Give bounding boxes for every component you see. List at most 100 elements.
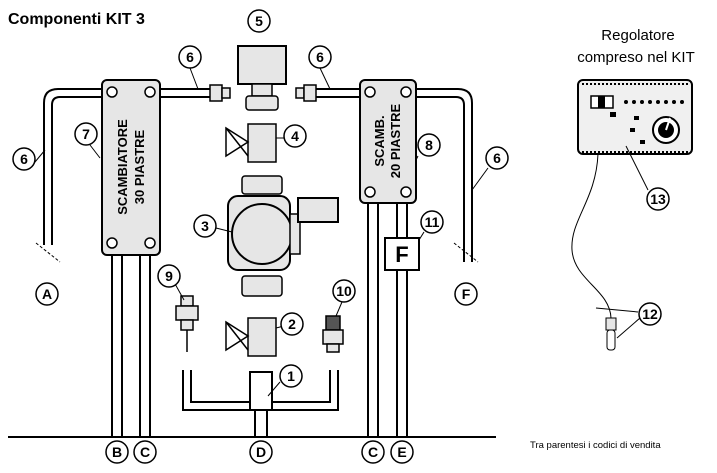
svg-text:2: 2 bbox=[288, 316, 296, 332]
svg-text:3: 3 bbox=[201, 218, 209, 234]
callout-12: 12 bbox=[638, 302, 662, 326]
exchanger-30-label: SCAMBIATORE bbox=[115, 119, 130, 215]
manifold-1-branch bbox=[249, 371, 273, 411]
exchanger-20-bolt bbox=[364, 86, 376, 98]
callout-5: 5 bbox=[247, 9, 271, 33]
pipe-a-outer bbox=[43, 88, 103, 245]
connection-f: F bbox=[454, 282, 478, 306]
flow-meter-letter: F bbox=[395, 242, 408, 267]
valve-4-body bbox=[247, 123, 277, 163]
regulator-subtitle: compreso nel KIT bbox=[577, 49, 695, 66]
svg-text:A: A bbox=[42, 286, 52, 302]
svg-text:6: 6 bbox=[20, 151, 28, 167]
pipe-a-break bbox=[35, 242, 61, 263]
pump-3-top-nut bbox=[241, 175, 283, 195]
fitting-right bbox=[303, 84, 317, 102]
callout-6-top-right: 6 bbox=[308, 45, 332, 69]
svg-text:C: C bbox=[368, 444, 378, 460]
leader-11 bbox=[418, 231, 425, 241]
callout-6-left: 6 bbox=[12, 147, 36, 171]
valve-2-body bbox=[247, 317, 277, 357]
svg-text:D: D bbox=[256, 444, 266, 460]
svg-text:10: 10 bbox=[336, 283, 352, 299]
exchanger-30-plates bbox=[101, 79, 161, 256]
connection-e: E bbox=[390, 440, 414, 464]
svg-text:7: 7 bbox=[82, 126, 90, 142]
svg-text:6: 6 bbox=[493, 150, 501, 166]
svg-text:F: F bbox=[462, 286, 471, 302]
callout-4: 4 bbox=[283, 124, 307, 148]
svg-text:B: B bbox=[112, 444, 122, 460]
leader-6-top-left bbox=[189, 67, 199, 90]
svg-text:1: 1 bbox=[287, 368, 295, 384]
exchanger-20-bolt bbox=[400, 86, 412, 98]
svg-text:4: 4 bbox=[291, 128, 299, 144]
regulator-device bbox=[577, 79, 693, 155]
leader-8 bbox=[415, 155, 419, 161]
connection-a: A bbox=[35, 282, 59, 306]
safety-valve-9-body bbox=[175, 305, 199, 321]
callout-2: 2 bbox=[280, 312, 304, 336]
leader-12-a bbox=[595, 307, 639, 313]
svg-text:12: 12 bbox=[642, 306, 658, 322]
pump-3-motor bbox=[231, 203, 293, 265]
regulator-title: Regolatore bbox=[601, 27, 674, 44]
leader-6-right bbox=[471, 167, 489, 191]
pump-3-control-box bbox=[297, 197, 339, 223]
svg-text:E: E bbox=[397, 444, 406, 460]
callout-9: 9 bbox=[157, 264, 181, 288]
leader-1 bbox=[267, 381, 281, 397]
pump-3-terminal bbox=[289, 213, 301, 255]
pump-3-bottom-nut bbox=[241, 275, 283, 297]
connection-c-left: C bbox=[133, 440, 157, 464]
footnote: Tra parentesi i codici di vendita bbox=[530, 440, 661, 451]
exchanger-30-bolt bbox=[106, 86, 118, 98]
pipe-a-inner bbox=[51, 96, 103, 245]
svg-text:9: 9 bbox=[165, 268, 173, 284]
pipe-f-outer bbox=[416, 88, 473, 262]
exchanger-30-bolt bbox=[144, 86, 156, 98]
flow-meter-box bbox=[384, 237, 420, 271]
svg-text:11: 11 bbox=[425, 214, 440, 230]
callout-3: 3 bbox=[193, 214, 217, 238]
callout-10: 10 bbox=[332, 279, 356, 303]
sensor-cable bbox=[571, 153, 612, 319]
connection-d: D bbox=[249, 440, 273, 464]
callout-13: 13 bbox=[646, 187, 670, 211]
exchanger-30-sublabel: 30 PIASTRE bbox=[132, 129, 147, 204]
svg-text:C: C bbox=[140, 444, 150, 460]
fitting-left-tip bbox=[221, 87, 231, 99]
fitting-left bbox=[209, 84, 223, 102]
svg-text:13: 13 bbox=[650, 191, 666, 207]
leader-13 bbox=[625, 145, 649, 191]
component-5-body bbox=[237, 45, 287, 85]
leader-6-top-right bbox=[319, 67, 331, 90]
leader-3 bbox=[215, 227, 233, 233]
exchanger-20-bolt bbox=[364, 186, 376, 198]
diagram-title: Componenti KIT 3 bbox=[8, 11, 145, 28]
exchanger-20-plates bbox=[359, 79, 417, 204]
fitting-10-body bbox=[322, 329, 344, 345]
callout-1: 1 bbox=[279, 364, 303, 388]
exchanger-20-sublabel: 20 PIASTRE bbox=[388, 103, 403, 178]
svg-text:8: 8 bbox=[425, 137, 433, 153]
callout-6-right: 6 bbox=[485, 146, 509, 170]
leader-10 bbox=[335, 301, 343, 317]
safety-valve-9-base bbox=[180, 319, 194, 331]
sensor-probe bbox=[605, 317, 617, 351]
pipe-f-inner bbox=[416, 96, 465, 262]
fitting-right-tip bbox=[295, 87, 305, 99]
connection-b: B bbox=[105, 440, 129, 464]
component-5-nut bbox=[245, 95, 279, 111]
callout-11: 11 bbox=[420, 210, 444, 234]
callout-7: 7 bbox=[74, 122, 98, 146]
leader-12-b bbox=[616, 317, 641, 339]
connection-c-right: C bbox=[361, 440, 385, 464]
leader-7 bbox=[89, 144, 101, 159]
fitting-10-thread bbox=[326, 343, 340, 353]
exchanger-30-bolt bbox=[106, 237, 118, 249]
svg-text:5: 5 bbox=[255, 13, 263, 29]
callout-6-top-left: 6 bbox=[178, 45, 202, 69]
component-5-neck bbox=[251, 83, 273, 97]
